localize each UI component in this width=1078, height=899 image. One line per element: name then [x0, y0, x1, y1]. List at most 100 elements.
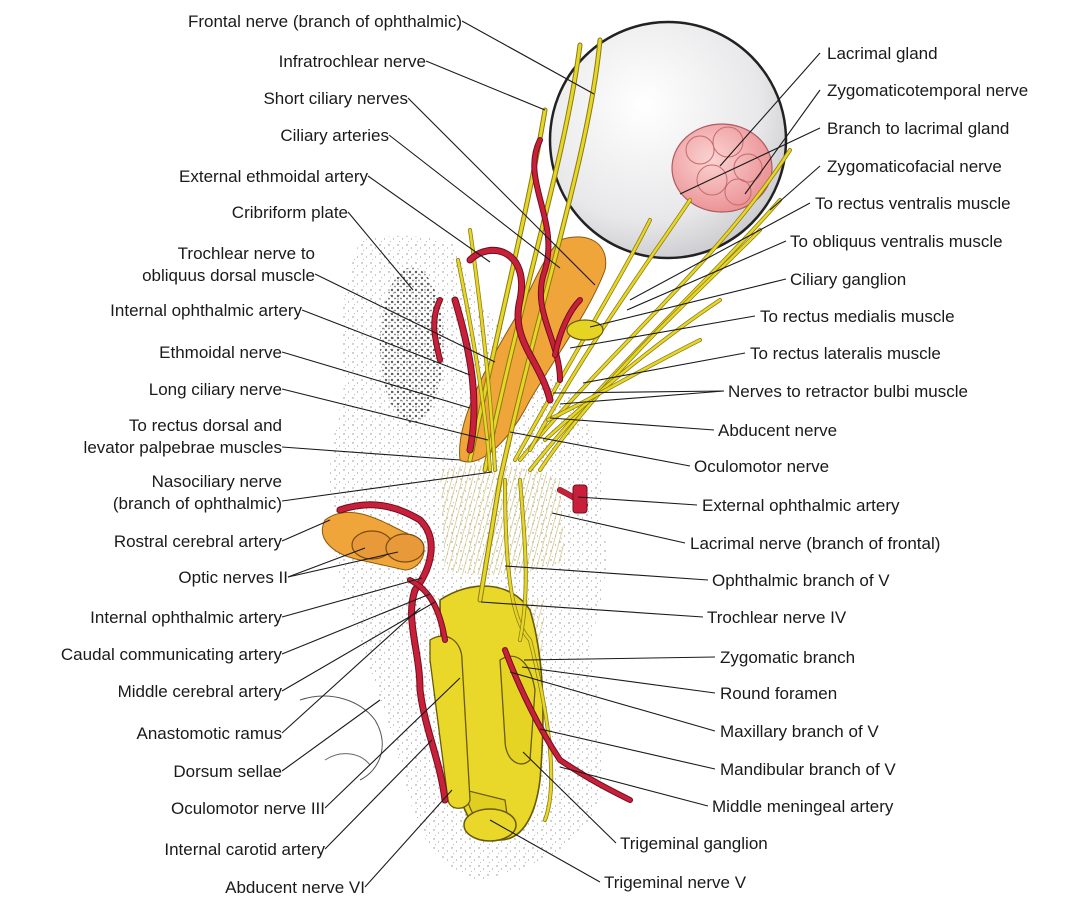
label-ophthalmic-branch-v: Ophthalmic branch of V: [712, 571, 890, 590]
label-lacrimal-nerve: Lacrimal nerve (branch of frontal): [690, 534, 940, 553]
label-dorsum-sellae: Dorsum sellae: [173, 762, 282, 781]
label-to-rectus-lateralis: To rectus lateralis muscle: [750, 344, 941, 363]
label-line: Optic nerves II: [178, 568, 288, 587]
label-line: Rostral cerebral artery: [114, 532, 283, 551]
label-middle-meningeal-artery: Middle meningeal artery: [712, 797, 894, 816]
label-line: Cribriform plate: [232, 203, 348, 222]
label-frontal-nerve: Frontal nerve (branch of ophthalmic): [188, 12, 462, 31]
external-ophthalmic-artery-shape: [573, 485, 587, 513]
label-line: Frontal nerve (branch of ophthalmic): [188, 12, 462, 31]
label-line: Round foramen: [720, 684, 837, 703]
label-line: Internal ophthalmic artery: [110, 301, 302, 320]
label-line: Dorsum sellae: [173, 762, 282, 781]
hatched-region: [440, 465, 565, 575]
label-line: Oculomotor nerve III: [171, 799, 325, 818]
label-mandibular-branch-v: Mandibular branch of V: [720, 760, 896, 779]
label-short-ciliary-nerves: Short ciliary nerves: [263, 89, 408, 108]
label-line: Nerves to retractor bulbi muscle: [728, 382, 968, 401]
label-line: Maxillary branch of V: [720, 722, 879, 741]
label-line: Zygomaticofacial nerve: [827, 157, 1002, 176]
label-line: External ophthalmic artery: [702, 496, 900, 515]
trigeminal-nerve-end: [464, 809, 516, 841]
label-ethmoidal-nerve: Ethmoidal nerve: [159, 343, 282, 362]
label-maxillary-branch-v: Maxillary branch of V: [720, 722, 879, 741]
label-to-rectus-dorsal: To rectus dorsal and levator palpebrae mu…: [84, 416, 282, 457]
label-round-foramen: Round foramen: [720, 684, 837, 703]
label-line: Ciliary arteries: [280, 126, 389, 145]
label-ciliary-arteries: Ciliary arteries: [280, 126, 389, 145]
label-internal-carotid-artery: Internal carotid artery: [164, 840, 325, 859]
ciliary-ganglion-shape: [567, 320, 603, 340]
illustration: [300, 22, 790, 880]
label-line: To obliquus ventralis muscle: [790, 232, 1003, 251]
label-cribriform-plate: Cribriform plate: [232, 203, 348, 222]
label-trochlear-nerve-to-obliquus: Trochlear nerve to obliquus dorsal muscle: [142, 244, 315, 285]
label-line: Anastomotic ramus: [137, 724, 283, 743]
label-line: Abducent nerve VI: [225, 878, 365, 897]
label-line: Nasociliary nerve: [152, 472, 282, 491]
label-oculomotor-nerve: Oculomotor nerve: [694, 457, 829, 476]
label-abducent-nerve: Abducent nerve: [718, 421, 837, 440]
label-to-rectus-ventralis: To rectus ventralis muscle: [815, 194, 1011, 213]
label-external-ophthalmic-artery: External ophthalmic artery: [702, 496, 900, 515]
label-line: Middle meningeal artery: [712, 797, 894, 816]
label-middle-cerebral-artery: Middle cerebral artery: [118, 682, 283, 701]
label-branch-to-lacrimal-gland: Branch to lacrimal gland: [827, 119, 1009, 138]
label-line: Short ciliary nerves: [263, 89, 408, 108]
label-line: obliquus dorsal muscle: [142, 266, 315, 285]
label-nerves-to-retractor-bulbi: Nerves to retractor bulbi muscle: [728, 382, 968, 401]
label-line: To rectus medialis muscle: [760, 307, 955, 326]
label-line: levator palpebrae muscles: [84, 438, 282, 457]
label-caudal-communicating-artery: Caudal communicating artery: [61, 645, 283, 664]
label-line: Trigeminal ganglion: [620, 834, 768, 853]
label-lacrimal-gland: Lacrimal gland: [827, 44, 938, 63]
label-line: Trochlear nerve to: [178, 244, 315, 263]
label-internal-ophthalmic-artery-upper: Internal ophthalmic artery: [110, 301, 302, 320]
label-internal-ophthalmic-artery-lower: Internal ophthalmic artery: [90, 608, 282, 627]
label-line: Long ciliary nerve: [149, 380, 282, 399]
label-line: Trigeminal nerve V: [604, 873, 747, 892]
label-line: Lacrimal nerve (branch of frontal): [690, 534, 940, 553]
label-line: Branch to lacrimal gland: [827, 119, 1009, 138]
label-line: To rectus dorsal and: [129, 416, 282, 435]
label-zygomaticotemporal-nerve: Zygomaticotemporal nerve: [827, 81, 1028, 100]
label-trigeminal-nerve-v: Trigeminal nerve V: [604, 873, 747, 892]
label-line: Ophthalmic branch of V: [712, 571, 890, 590]
label-oculomotor-nerve-iii: Oculomotor nerve III: [171, 799, 325, 818]
label-line: Mandibular branch of V: [720, 760, 896, 779]
label-trigeminal-ganglion: Trigeminal ganglion: [620, 834, 768, 853]
label-external-ethmoidal-artery: External ethmoidal artery: [179, 167, 368, 186]
label-zygomaticofacial-nerve: Zygomaticofacial nerve: [827, 157, 1002, 176]
label-infratrochlear-nerve: Infratrochlear nerve: [279, 52, 426, 71]
label-line: Zygomatic branch: [720, 648, 855, 667]
label-trochlear-nerve-iv: Trochlear nerve IV: [707, 608, 847, 627]
label-line: Infratrochlear nerve: [279, 52, 426, 71]
label-line: Internal carotid artery: [164, 840, 325, 859]
label-line: (branch of ophthalmic): [113, 494, 282, 513]
label-line: Zygomaticotemporal nerve: [827, 81, 1028, 100]
label-zygomatic-branch: Zygomatic branch: [720, 648, 855, 667]
label-anastomotic-ramus: Anastomotic ramus: [137, 724, 283, 743]
dorsum-sellae-outline: [300, 696, 382, 780]
label-to-rectus-medialis: To rectus medialis muscle: [760, 307, 955, 326]
label-nasociliary-nerve: Nasociliary nerve (branch of ophthalmic): [113, 472, 282, 513]
label-line: To rectus lateralis muscle: [750, 344, 941, 363]
label-line: Trochlear nerve IV: [707, 608, 847, 627]
label-line: Oculomotor nerve: [694, 457, 829, 476]
label-line: External ethmoidal artery: [179, 167, 368, 186]
label-ciliary-ganglion: Ciliary ganglion: [790, 270, 906, 289]
label-optic-nerves: Optic nerves II: [178, 568, 288, 587]
label-line: To rectus ventralis muscle: [815, 194, 1011, 213]
label-line: Caudal communicating artery: [61, 645, 283, 664]
label-to-obliquus-ventralis: To obliquus ventralis muscle: [790, 232, 1003, 251]
label-rostral-cerebral-artery: Rostral cerebral artery: [114, 532, 283, 551]
label-line: Lacrimal gland: [827, 44, 938, 63]
label-line: Ciliary ganglion: [790, 270, 906, 289]
label-line: Middle cerebral artery: [118, 682, 283, 701]
label-line: Internal ophthalmic artery: [90, 608, 282, 627]
label-line: Abducent nerve: [718, 421, 837, 440]
label-line: Ethmoidal nerve: [159, 343, 282, 362]
label-long-ciliary-nerve: Long ciliary nerve: [149, 380, 282, 399]
label-abducent-nerve-vi: Abducent nerve VI: [225, 878, 365, 897]
